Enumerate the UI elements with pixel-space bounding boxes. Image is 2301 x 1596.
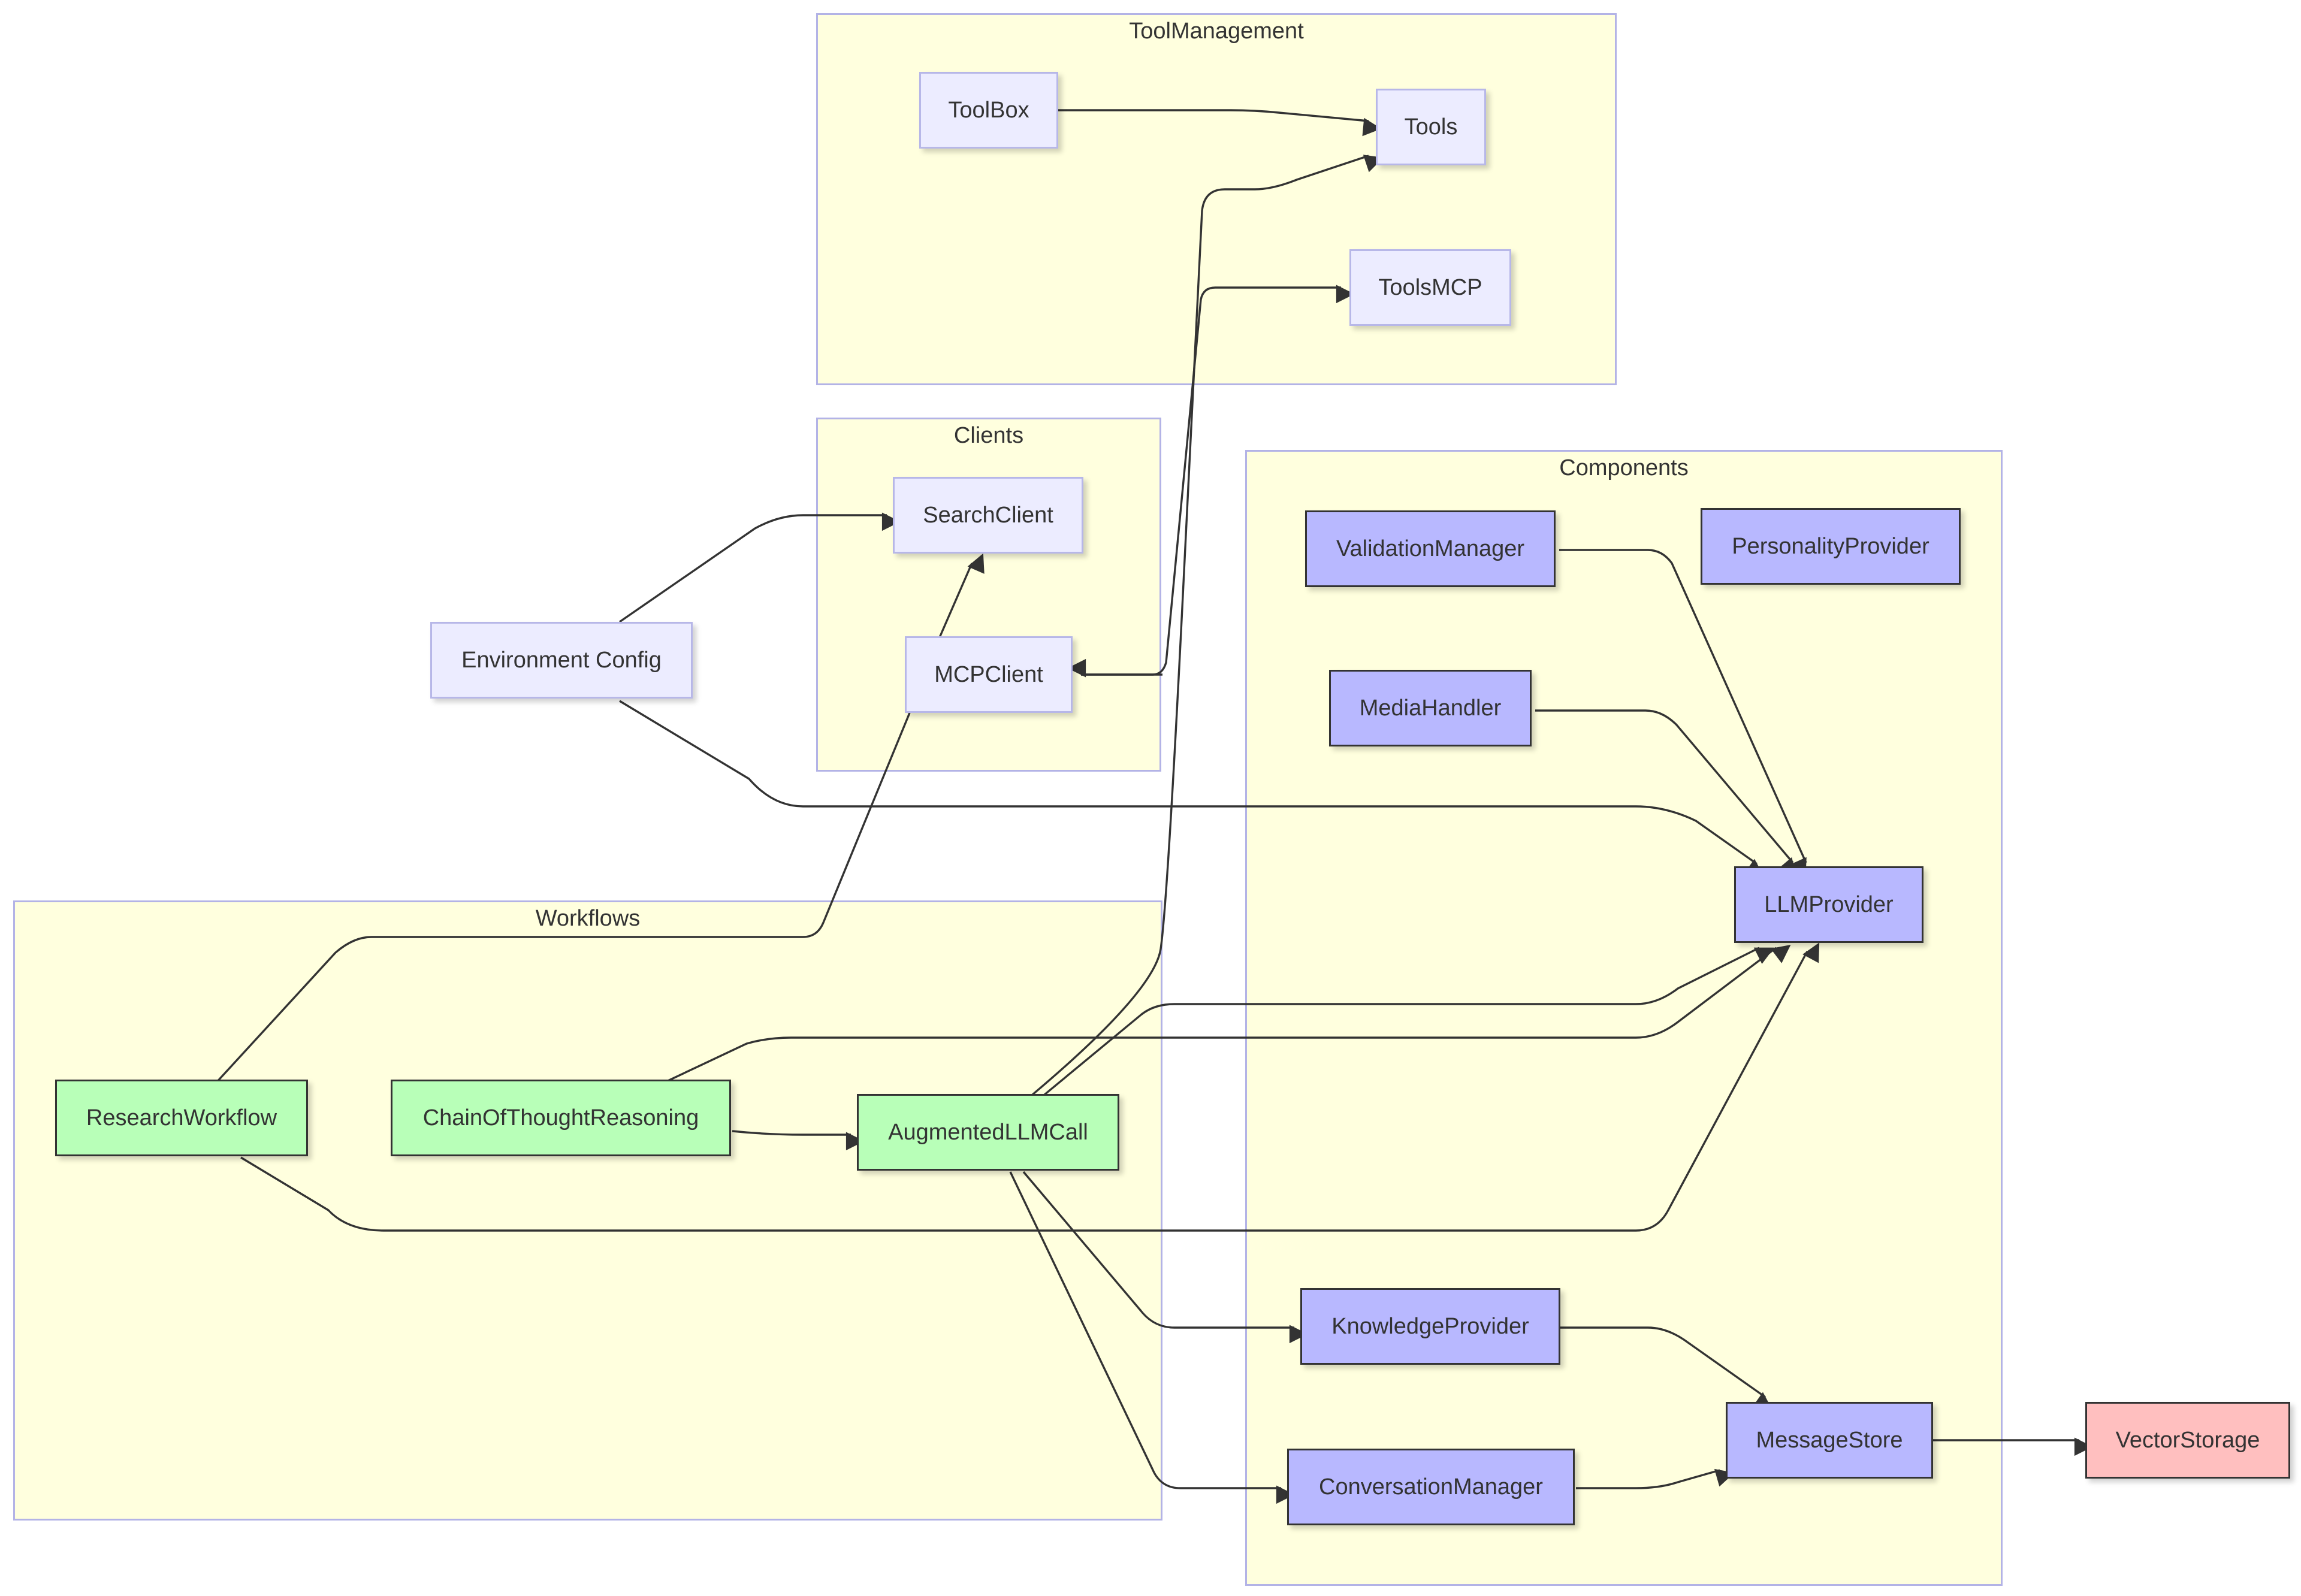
node-mcp-client[interactable]: MCPClient <box>905 636 1073 713</box>
node-knowledge-provider-label: KnowledgeProvider <box>1331 1313 1529 1339</box>
node-knowledge-provider[interactable]: KnowledgeProvider <box>1300 1288 1560 1365</box>
node-personality-provider-label: PersonalityProvider <box>1732 533 1929 559</box>
node-environment-config[interactable]: Environment Config <box>430 622 693 699</box>
node-validation-manager-label: ValidationManager <box>1336 536 1525 561</box>
node-toolbox-label: ToolBox <box>948 97 1029 123</box>
node-conversation-manager-label: ConversationManager <box>1319 1474 1543 1500</box>
node-validation-manager[interactable]: ValidationManager <box>1305 510 1556 587</box>
node-chain-of-thought-label: ChainOfThoughtReasoning <box>422 1105 699 1130</box>
cluster-title-tool-management: ToolManagement <box>1129 19 1304 44</box>
node-tools-mcp-label: ToolsMCP <box>1378 274 1482 300</box>
node-vector-storage[interactable]: VectorStorage <box>2085 1402 2290 1479</box>
cluster-title-clients: Clients <box>953 423 1024 448</box>
cluster-tool-management: ToolManagement <box>816 13 1617 385</box>
node-augmented-llm-call-label: AugmentedLLMCall <box>888 1119 1088 1145</box>
node-conversation-manager[interactable]: ConversationManager <box>1287 1449 1575 1525</box>
cluster-workflows: Workflows <box>13 900 1162 1521</box>
node-toolbox[interactable]: ToolBox <box>919 72 1058 149</box>
node-tools[interactable]: Tools <box>1376 89 1486 165</box>
node-research-workflow-label: ResearchWorkflow <box>86 1105 277 1130</box>
cluster-clients: Clients <box>816 418 1161 772</box>
node-media-handler-label: MediaHandler <box>1359 695 1502 721</box>
node-chain-of-thought[interactable]: ChainOfThoughtReasoning <box>391 1080 731 1156</box>
node-tools-mcp[interactable]: ToolsMCP <box>1349 249 1511 326</box>
node-llm-provider-label: LLMProvider <box>1764 891 1894 917</box>
node-search-client[interactable]: SearchClient <box>893 477 1083 554</box>
node-search-client-label: SearchClient <box>923 502 1053 528</box>
node-augmented-llm-call[interactable]: AugmentedLLMCall <box>857 1094 1119 1171</box>
node-message-store-label: MessageStore <box>1756 1427 1903 1453</box>
cluster-title-components: Components <box>1559 455 1689 480</box>
node-llm-provider[interactable]: LLMProvider <box>1734 866 1923 943</box>
node-research-workflow[interactable]: ResearchWorkflow <box>55 1080 308 1156</box>
node-personality-provider[interactable]: PersonalityProvider <box>1701 508 1961 585</box>
node-media-handler[interactable]: MediaHandler <box>1329 670 1532 746</box>
node-tools-label: Tools <box>1404 114 1458 140</box>
node-message-store[interactable]: MessageStore <box>1726 1402 1933 1479</box>
node-environment-config-label: Environment Config <box>461 647 662 673</box>
node-mcp-client-label: MCPClient <box>934 661 1043 687</box>
cluster-title-workflows: Workflows <box>535 906 641 931</box>
node-vector-storage-label: VectorStorage <box>2115 1427 2260 1453</box>
